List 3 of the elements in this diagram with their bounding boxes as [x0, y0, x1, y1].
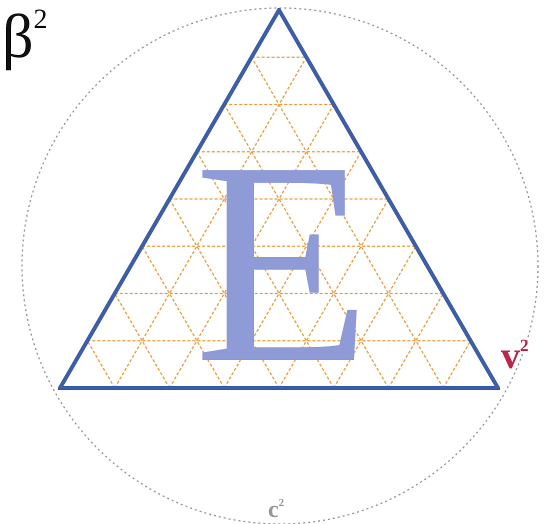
v-squared-label: v$^{2}$: [501, 337, 529, 375]
c-squared-label: c$^{2}$: [268, 498, 284, 522]
beta-squared-label: β$^{2}$: [2, 6, 48, 68]
